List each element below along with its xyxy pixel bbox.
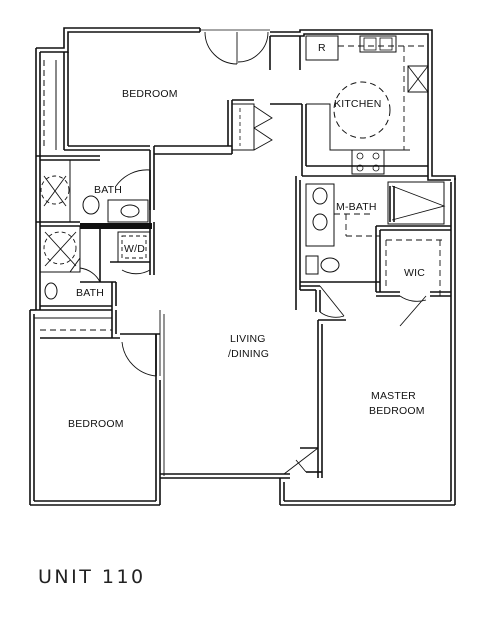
kitchen-fixtures [269, 35, 429, 177]
label-master-bedroom: BEDROOM [369, 405, 425, 417]
label-bath-upper: BATH [94, 184, 122, 196]
label-refrigerator: R [318, 42, 326, 54]
lower-bath [36, 222, 155, 311]
label-bedroom-top: BEDROOM [122, 88, 178, 100]
lower-bedroom-walls [34, 310, 165, 502]
floor-plan: BEDROOM KITCHEN BATH W/D BATH M-BATH WIC… [29, 27, 456, 506]
label-wic: WIC [404, 267, 425, 279]
label-bath-lower: BATH [76, 287, 104, 299]
master-bedroom-walls [283, 319, 420, 502]
entry-door [200, 29, 270, 65]
label-master: MASTER [371, 390, 416, 402]
label-m-bath: M-BATH [336, 201, 377, 213]
upper-bath [36, 155, 151, 223]
label-dining: /DINING [228, 348, 269, 360]
label-kitchen: KITCHEN [334, 98, 382, 110]
room-labels: BEDROOM KITCHEN BATH W/D BATH M-BATH WIC… [68, 42, 425, 430]
master-bath [295, 176, 446, 318]
label-washer-dryer: W/D [124, 243, 145, 255]
top-bedroom-walls [43, 52, 273, 210]
label-bedroom-bottom: BEDROOM [68, 418, 124, 430]
label-living: LIVING [230, 333, 266, 345]
unit-title: UNIT 110 [38, 566, 146, 588]
wic-walls [375, 225, 451, 327]
